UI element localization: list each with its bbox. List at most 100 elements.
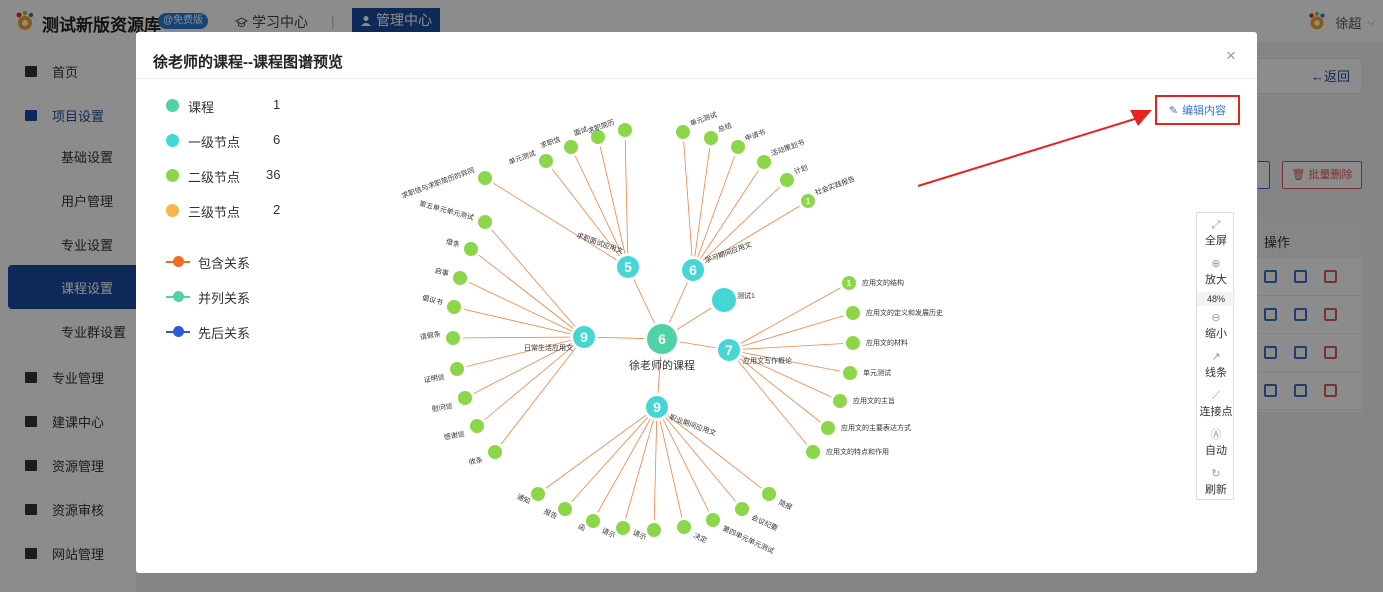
graph-level2-node[interactable] — [843, 366, 857, 380]
graph-level1-node-count[interactable]: 9 — [653, 399, 661, 415]
node-label[interactable]: 第五单元单元测试 — [418, 199, 474, 222]
delete-icon[interactable] — [1324, 308, 1337, 321]
graph-root-node-count[interactable]: 6 — [658, 331, 666, 347]
graph-level1-node[interactable] — [573, 326, 595, 348]
graph-level2-node[interactable] — [757, 155, 771, 169]
node-label[interactable]: 求职信与求职简历的异同 — [400, 165, 475, 200]
nav-admin-center[interactable]: 管理中心 — [352, 8, 440, 33]
graph-level2-node-count[interactable]: 1 — [847, 279, 852, 288]
node-label[interactable]: 应用文的特点和作用 — [826, 447, 889, 456]
node-label[interactable]: 启事 — [434, 266, 450, 278]
graph-level2-node[interactable] — [677, 520, 691, 534]
graph-level2-node[interactable] — [531, 487, 545, 501]
graph-level2-node[interactable] — [821, 421, 835, 435]
legend-relation-parallel[interactable]: 并列关系 — [166, 287, 296, 307]
view-icon[interactable] — [1264, 384, 1277, 397]
graph-level2-node[interactable] — [453, 271, 467, 285]
graph-level1-node[interactable] — [712, 288, 736, 312]
sidebar-item-project-settings[interactable]: 项目设置 — [0, 93, 136, 137]
legend-relation-contains[interactable]: 包含关系 — [166, 252, 296, 272]
graph-level2-node[interactable] — [704, 131, 718, 145]
delete-icon[interactable] — [1324, 346, 1337, 359]
back-link[interactable]: ←返回 — [1311, 69, 1351, 84]
node-label[interactable]: 单元测试 — [689, 110, 718, 128]
graph-level2-node[interactable] — [591, 130, 605, 144]
graph-root-node[interactable] — [647, 324, 677, 354]
graph-level1-node-count[interactable]: 6 — [689, 262, 697, 278]
sidebar-item-course-building[interactable]: 建课中心 — [0, 399, 136, 443]
node-label[interactable]: 单元测试 — [507, 148, 536, 166]
graph-level2-node[interactable] — [470, 419, 484, 433]
graph-level2-node[interactable] — [558, 502, 572, 516]
sidebar-item-major-group-settings[interactable]: 专业群设置 — [61, 324, 127, 340]
graph-level2-node-count[interactable]: 1 — [806, 197, 811, 206]
node-label[interactable]: 单元测试 — [863, 368, 891, 377]
graph-level1-node-count[interactable]: 7 — [725, 342, 733, 358]
edit-icon[interactable] — [1294, 270, 1307, 283]
graph-level2-node[interactable] — [488, 445, 502, 459]
refresh-button[interactable]: ↻刷新 — [1197, 468, 1235, 497]
graph-level2-node[interactable] — [676, 125, 690, 139]
graph-level1-node-count[interactable]: 5 — [624, 259, 632, 275]
node-label[interactable]: 倡议书 — [421, 293, 444, 307]
graph-level2-node[interactable] — [616, 521, 630, 535]
node-label[interactable]: 函 — [577, 522, 587, 533]
zoom-in-button[interactable]: ⊕放大 — [1197, 258, 1235, 287]
node-label[interactable]: 应用文的材料 — [866, 338, 908, 347]
node-label[interactable]: 请假条 — [419, 329, 441, 342]
graph-level2-node[interactable] — [806, 445, 820, 459]
close-icon[interactable]: × — [1226, 46, 1236, 65]
graph-level2-node[interactable] — [801, 194, 815, 208]
graph-level2-node[interactable] — [478, 215, 492, 229]
graph-level1-node[interactable] — [617, 256, 639, 278]
graph-level1-node[interactable] — [646, 396, 668, 418]
node-label[interactable]: 会议纪要 — [750, 513, 779, 533]
sidebar-item-major-settings[interactable]: 专业设置 — [61, 237, 114, 253]
node-label[interactable]: 收条 — [468, 455, 483, 466]
graph-level2-node[interactable] — [586, 514, 600, 528]
node-label[interactable]: 应用文的定义和发展历史 — [866, 308, 943, 317]
graph-level2-node[interactable] — [731, 140, 745, 154]
node-label[interactable]: 应用文的结构 — [862, 278, 904, 287]
graph-nodes[interactable]: 求职信与求职简历的异同单元测试求职信面试求职简历单元测试总结申请书活动策划书计划… — [400, 110, 943, 556]
edit-icon[interactable] — [1294, 346, 1307, 359]
node-label[interactable]: 申请书 — [744, 127, 767, 143]
graph-level2-node[interactable] — [780, 173, 794, 187]
sidebar-item-major-management[interactable]: 专业管理 — [0, 355, 136, 399]
graph-level2-node[interactable] — [735, 502, 749, 516]
node-label[interactable]: 社会实践报告 — [814, 174, 857, 197]
graph-level2-node[interactable] — [450, 362, 464, 376]
sidebar-item-user-management[interactable]: 用户管理 — [61, 193, 114, 209]
bg-action-button[interactable] — [1258, 161, 1270, 189]
view-icon[interactable] — [1264, 308, 1277, 321]
node-label[interactable]: 应用文的主旨 — [853, 396, 895, 405]
graph-level2-node[interactable] — [833, 394, 847, 408]
sidebar-item-resource-review[interactable]: 资源审核 — [0, 487, 136, 531]
graph-level2-node[interactable] — [846, 336, 860, 350]
graph-level2-node[interactable] — [846, 306, 860, 320]
user-menu[interactable]: 徐超 ⌵ — [1305, 10, 1375, 34]
graph-level1-node[interactable] — [718, 339, 740, 361]
graph-level2-node[interactable] — [618, 123, 632, 137]
node-label[interactable]: 借条 — [445, 237, 461, 249]
batch-delete-button[interactable]: 🗑 批量删除 — [1282, 161, 1362, 189]
view-icon[interactable] — [1264, 270, 1277, 283]
graph-level2-node[interactable] — [464, 242, 478, 256]
node-label[interactable]: 感谢信 — [443, 429, 465, 442]
edit-icon[interactable] — [1294, 308, 1307, 321]
node-label[interactable]: 计划 — [793, 163, 809, 176]
graph-level1-node-count[interactable]: 9 — [580, 329, 588, 345]
sidebar-item-website-management[interactable]: 网站管理 — [0, 531, 136, 575]
node-label[interactable]: 应用文的主要表达方式 — [841, 423, 911, 432]
graph-level2-node[interactable] — [446, 331, 460, 345]
graph-level2-node[interactable] — [478, 171, 492, 185]
sidebar-item-home[interactable]: 首页 — [0, 49, 136, 93]
lines-button[interactable]: ↗线条 — [1197, 351, 1235, 380]
edit-content-button[interactable]: ✎ 编辑内容 — [1155, 95, 1240, 125]
node-label[interactable]: 决定 — [692, 531, 708, 545]
knowledge-graph[interactable]: 求职信与求职简历的异同单元测试求职信面试求职简历单元测试总结申请书活动策划书计划… — [136, 79, 1257, 573]
